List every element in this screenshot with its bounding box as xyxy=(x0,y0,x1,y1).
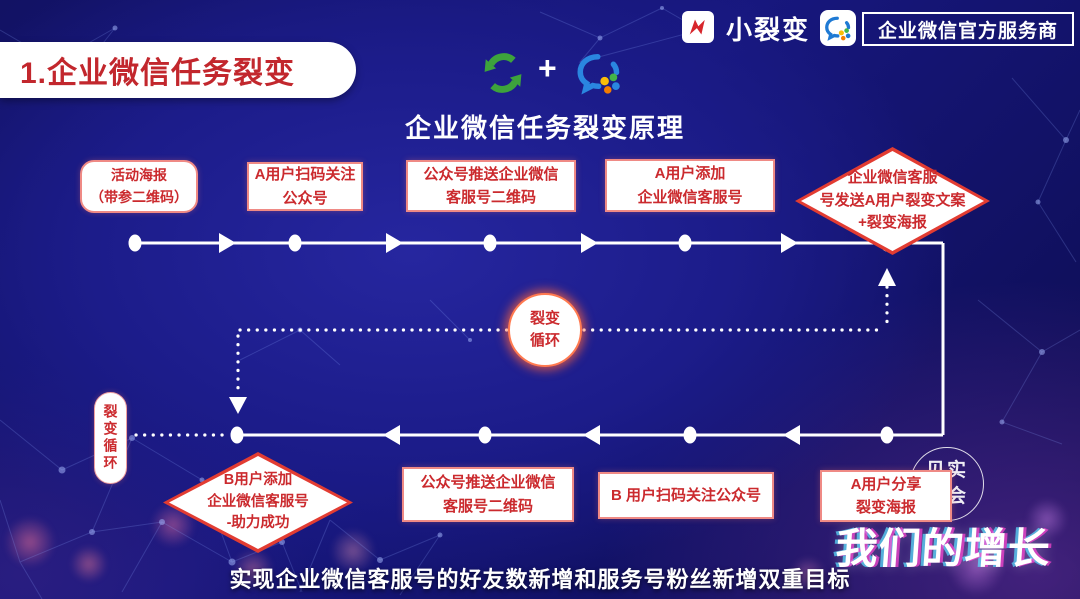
official-partner-label: 企业微信官方服务商 xyxy=(878,20,1059,42)
step-activity-poster: 活动海报 （带参二维码） xyxy=(80,160,198,213)
official-partner-badge: 企业微信官方服务商 xyxy=(862,12,1075,46)
goal-tagline: 实现企业微信客服号的好友数新增和服务号粉丝新增双重目标 xyxy=(229,567,851,592)
wecom-logo-icon xyxy=(820,10,856,46)
recycle-green-icon xyxy=(484,53,522,93)
diagram-title: 企业微信任务裂变原理 xyxy=(404,113,685,143)
fission-loop-circle: 裂变 循环 xyxy=(508,293,582,367)
brand-row: 小裂变 企业微信官方服务商 xyxy=(660,0,1080,60)
step-send-fission-diamond: 企业微信客服 号发送A用户裂变文案 +裂变海报 xyxy=(795,147,990,255)
section-banner: 1.企业微信任务裂变 xyxy=(0,42,356,98)
section-title: 1.企业微信任务裂变 xyxy=(20,57,296,90)
bokeh-light xyxy=(4,516,56,568)
step-user-b-scan: B 用户扫码关注公众号 xyxy=(598,472,774,519)
step-user-a-scan: A用户扫码关注 公众号 xyxy=(247,162,363,211)
diamond-label: B用户添加 企业微信客服号 -助力成功 xyxy=(207,471,309,532)
fission-loop-pill: 裂变循环 xyxy=(94,392,127,484)
diamond-label: 企业微信客服 号发送A用户裂变文案 +裂变海报 xyxy=(819,169,966,232)
plus-sign: + xyxy=(538,50,557,86)
wecom-bubble-icon xyxy=(577,54,620,95)
step-user-b-add-diamond: B用户添加 企业微信客服号 -助力成功 xyxy=(163,452,353,553)
xiaoliebian-logo-icon xyxy=(682,11,714,43)
step-push-qr-top: 公众号推送企业微信 客服号二维码 xyxy=(406,160,576,212)
step-push-qr-bottom: 公众号推送企业微信 客服号二维码 xyxy=(402,467,574,522)
step-user-a-share: A用户分享 裂变海报 xyxy=(820,470,952,522)
flow-dotted-lines xyxy=(134,285,889,437)
brand-name: 小裂变 xyxy=(726,15,811,45)
step-user-a-add: A用户添加 企业微信客服号 xyxy=(605,159,775,212)
